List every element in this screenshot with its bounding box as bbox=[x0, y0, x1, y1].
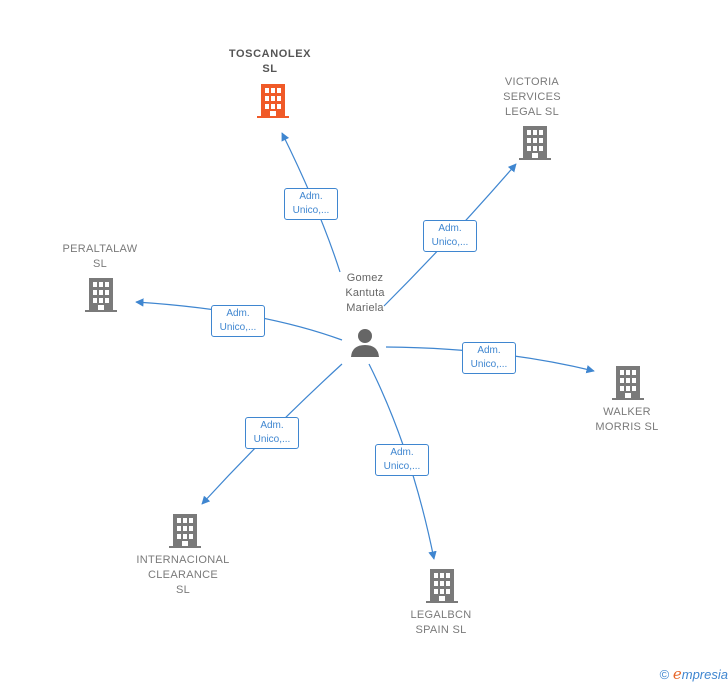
brand-logo-e: e bbox=[672, 665, 682, 683]
company-name-walker: WALKER MORRIS SL bbox=[595, 406, 659, 433]
company-name-victoria: VICTORIA SERVICES LEGAL SL bbox=[503, 76, 561, 118]
building-icon bbox=[257, 84, 289, 118]
role-badge-toscanolex[interactable]: Adm. Unico,... bbox=[284, 188, 338, 220]
building-icon bbox=[169, 514, 201, 548]
building-icon bbox=[85, 278, 117, 312]
company-name-internacional: INTERNACIONAL CLEARANCE SL bbox=[136, 554, 230, 596]
company-node-toscanolex[interactable]: TOSCANOLEX SL bbox=[220, 47, 320, 77]
role-badge-victoria[interactable]: Adm. Unico,... bbox=[423, 220, 477, 252]
role-badge-legalbcn[interactable]: Adm. Unico,... bbox=[375, 444, 429, 476]
brand-footer: © empresia bbox=[660, 665, 728, 683]
center-person-node[interactable]: Gomez Kantuta Mariela bbox=[326, 271, 404, 316]
building-icon bbox=[426, 569, 458, 603]
company-node-peraltalaw[interactable]: PERALTALAW SL bbox=[50, 242, 150, 272]
building-icon bbox=[519, 126, 551, 160]
company-node-legalbcn[interactable]: LEGALBCN SPAIN SL bbox=[391, 608, 491, 638]
company-node-internacional[interactable]: INTERNACIONAL CLEARANCE SL bbox=[128, 553, 238, 598]
company-node-victoria[interactable]: VICTORIA SERVICES LEGAL SL bbox=[482, 75, 582, 120]
role-badge-internacional[interactable]: Adm. Unico,... bbox=[245, 417, 299, 449]
building-icon bbox=[612, 366, 644, 400]
person-name: Gomez Kantuta Mariela bbox=[345, 272, 385, 314]
brand-logo-text: mpresia bbox=[681, 667, 728, 682]
role-badge-peraltalaw[interactable]: Adm. Unico,... bbox=[211, 305, 265, 337]
company-name-toscanolex: TOSCANOLEX SL bbox=[228, 48, 312, 75]
role-badge-walker[interactable]: Adm. Unico,... bbox=[462, 342, 516, 374]
company-node-walker[interactable]: WALKER MORRIS SL bbox=[577, 405, 677, 435]
company-name-peraltalaw: PERALTALAW SL bbox=[62, 243, 138, 270]
company-name-legalbcn: LEGALBCN SPAIN SL bbox=[410, 609, 472, 636]
person-icon bbox=[351, 329, 379, 357]
copyright-symbol: © bbox=[659, 667, 670, 682]
